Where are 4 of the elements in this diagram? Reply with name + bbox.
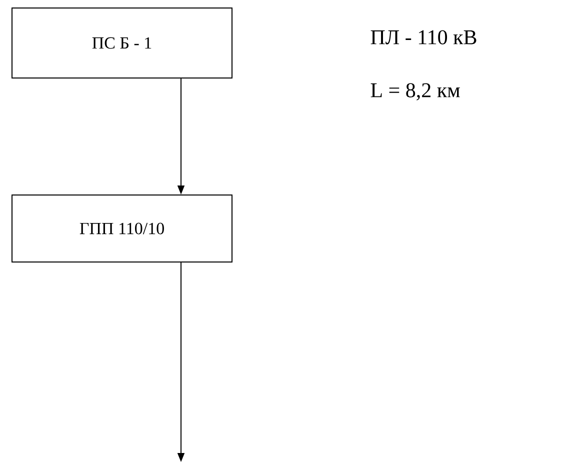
- station-box: ПС Б - 1: [12, 8, 232, 78]
- station-box: ГПП 110/10: [12, 194, 232, 262]
- line-parameter: L = 8,2 км: [370, 83, 460, 100]
- line-parameter: ПЛ - 110 кВ: [370, 30, 476, 44]
